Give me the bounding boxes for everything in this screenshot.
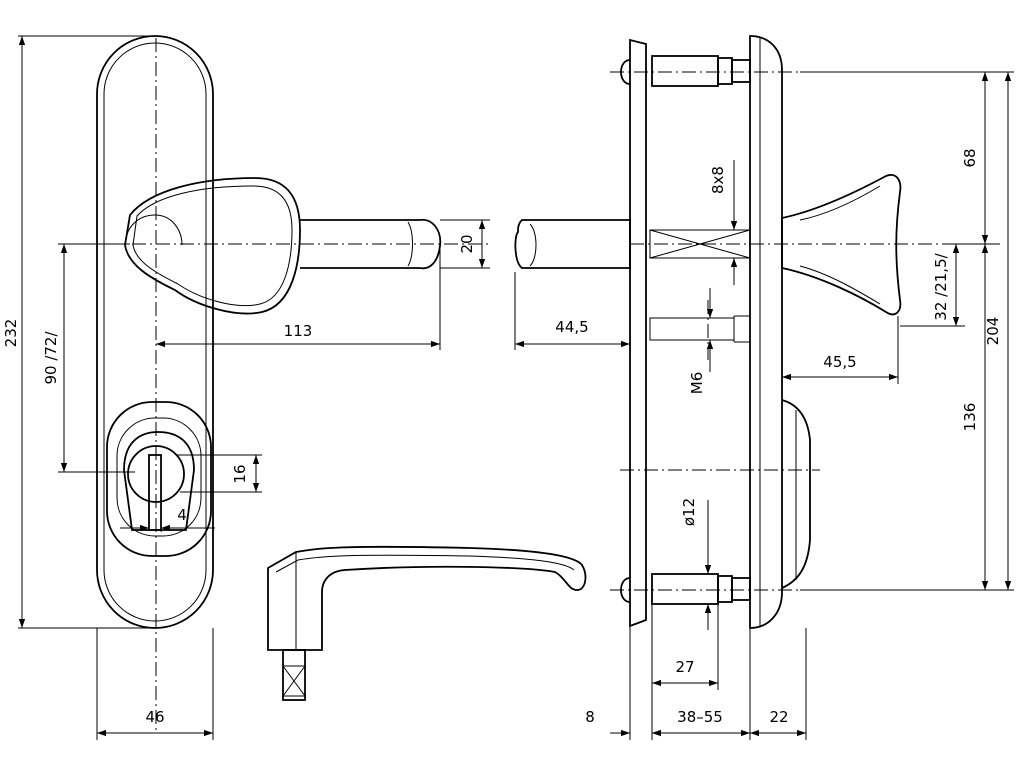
dim-spindle-to-bottom-screw: 136 (961, 403, 979, 432)
dim-screw-thread: M6 (688, 372, 706, 395)
bottom-screw (620, 573, 751, 605)
dim-spindle-projection: 44,5 (555, 318, 588, 336)
dim-screw-length: 27 (675, 658, 694, 676)
outer-plate-outline (749, 35, 783, 629)
front-view: 232 90 /72/ 46 113 20 16 4 (2, 35, 490, 740)
dim-top-to-spindle: 68 (961, 148, 979, 167)
dim-handle-length: 113 (284, 322, 313, 340)
knob-inner-outline (132, 185, 293, 307)
dim-spindle-square: 8x8 (709, 166, 727, 194)
outer-knob-side (781, 174, 902, 316)
lever-inner-line (275, 554, 575, 573)
escutcheon-cutout (123, 431, 195, 531)
spindle-end-face (407, 221, 413, 267)
escutcheon-inner (116, 417, 202, 537)
dim-door-thickness: 38–55 (677, 708, 723, 726)
dim-outer-plate: 22 (769, 708, 788, 726)
knob-outline (124, 177, 301, 315)
dim-inner-plate: 8 (585, 708, 595, 726)
dim-cylinder-height: 16 (231, 464, 249, 483)
lever-outline (267, 545, 587, 651)
dim-cylinder-slot: 4 (177, 506, 187, 524)
inner-plate-outline (629, 38, 647, 628)
dim-spindle-dia: 20 (458, 234, 476, 253)
dim-plate-height: 232 (2, 319, 20, 348)
dim-screw-dia: ø12 (680, 498, 698, 526)
dim-plate-width: 46 (145, 708, 164, 726)
knob-neck-arc (124, 214, 183, 246)
top-screw (620, 55, 751, 87)
dim-knob-offset: 32 /21,5/ (932, 252, 950, 320)
back-plate-inner-outline (103, 42, 207, 622)
dim-screw-spacing: 204 (984, 317, 1002, 346)
lever-square-spindle (282, 649, 306, 701)
dim-center-distance: 90 /72/ (42, 331, 60, 385)
back-plate-outline (96, 35, 214, 629)
cylinder-slot (148, 454, 162, 531)
lever-handle-view (267, 545, 587, 701)
dim-knob-depth: 45,5 (823, 353, 856, 371)
side-view: 8x8 44,5 M6 ø12 45,5 68 136 204 32 /21,5… (514, 35, 1014, 740)
m6-screw (649, 317, 735, 341)
escutcheon-outer (106, 401, 212, 557)
spindle-end-cap (419, 218, 442, 270)
